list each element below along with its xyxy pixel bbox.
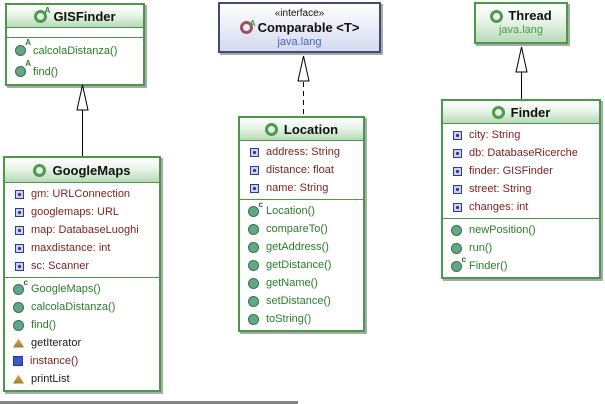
field-icon [453,184,462,194]
class-title: GISFinder [53,8,116,24]
method-row[interactable]: getAddress() [240,238,363,256]
method-icon [248,295,259,307]
property-row[interactable]: printList [5,370,159,388]
class-node-thread[interactable]: Thread java.lang [474,2,568,44]
field-icon [15,207,24,217]
field-icon [453,202,462,212]
method-icon [248,223,259,235]
method-icon [248,259,259,271]
fields-compartment: city: String db: DatabaseRicerche finder… [443,124,599,218]
property-icon [13,338,24,348]
field-row[interactable]: street: String [443,180,599,198]
package-label: java.lang [277,35,322,48]
canvas-edge [0,401,298,404]
field-row[interactable]: sc: Scanner [5,257,159,275]
class-header-location[interactable]: Location [240,118,363,141]
abstract-method-icon [15,59,31,77]
class-header-finder[interactable]: Finder [443,101,599,124]
method-icon [248,241,259,253]
method-row[interactable]: run() [443,239,599,257]
abstract-method-icon [15,38,31,56]
field-row[interactable]: distance: float [240,161,363,179]
methods-compartment: calcolaDistanza() find() [7,37,143,84]
class-node-gisfinder[interactable]: GISFinder calcolaDistanza() find() [5,3,145,86]
method-row[interactable]: Finder() [443,255,599,275]
method-icon [451,242,462,254]
method-row[interactable]: Location() [240,200,363,220]
field-row[interactable]: map: DatabaseLuoghi [5,221,159,239]
field-icon [250,165,259,175]
methods-compartment: newPosition() run() Finder() [443,218,599,277]
constructor-icon [13,278,28,295]
class-header-gisfinder[interactable]: GISFinder [7,5,143,28]
method-row[interactable]: find() [5,316,159,334]
class-icon [264,122,278,136]
fields-compartment: gm: URLConnection googlemaps: URL map: D… [5,183,159,277]
class-icon [490,9,504,23]
class-node-googlemaps[interactable]: GoogleMaps gm: URLConnection googlemaps:… [3,156,161,392]
fields-compartment-empty [7,28,143,37]
class-title: Thread [508,8,552,23]
property-row[interactable]: getIterator [5,334,159,352]
field-icon [15,225,24,235]
field-row[interactable]: finder: GISFinder [443,162,599,180]
interface-title: Comparable <T> [257,19,360,35]
stereotype-label: «interface» [274,7,325,19]
constructor-icon [451,255,466,272]
method-row[interactable]: newPosition() [443,221,599,239]
field-icon [15,243,24,253]
method-row[interactable]: setDistance() [240,292,363,310]
field-icon [15,189,24,199]
method-icon [248,277,259,289]
method-row[interactable]: compareTo() [240,220,363,238]
extends-arrow-finder-to-thread[interactable] [514,46,529,99]
field-row[interactable]: address: String [240,143,363,161]
field-row[interactable]: changes: int [443,198,599,216]
field-row[interactable]: googlemaps: URL [5,203,159,221]
field-icon [15,261,24,271]
field-row[interactable]: name: String [240,179,363,197]
methods-compartment: GoogleMaps() calcolaDistanza() find() ge… [5,277,159,390]
class-title: Location [283,121,339,137]
method-row[interactable]: instance() [5,352,159,370]
method-row[interactable]: calcolaDistanza() [5,298,159,316]
interface-icon [239,17,256,34]
method-icon [13,319,24,331]
abstract-class-icon [34,6,50,23]
field-icon [453,166,462,176]
static-method-icon [13,356,23,366]
interface-node-comparable[interactable]: «interface» Comparable <T> java.lang [218,2,381,53]
method-icon [451,224,462,236]
method-row[interactable]: getName() [240,274,363,292]
constructor-icon [248,200,263,217]
class-title: GoogleMaps [52,162,131,178]
field-row[interactable]: city: String [443,126,599,144]
extends-arrow-googlemaps-to-gisfinder[interactable] [75,84,90,156]
class-title: Finder [510,104,551,120]
method-icon [248,313,259,325]
method-row[interactable]: GoogleMaps() [5,278,159,298]
field-icon [250,147,259,157]
class-icon [33,163,47,177]
methods-compartment: Location() compareTo() getAddress() getD… [240,199,363,330]
field-row[interactable]: gm: URLConnection [5,185,159,203]
field-icon [250,183,259,193]
field-icon [453,130,462,140]
class-header-googlemaps[interactable]: GoogleMaps [5,158,159,183]
package-label: java.lang [498,24,544,36]
property-icon [13,374,24,384]
method-row[interactable]: getDistance() [240,256,363,274]
field-row[interactable]: maxdistance: int [5,239,159,257]
method-row[interactable]: calcolaDistanza() [7,38,143,61]
implements-arrow-location-to-comparable[interactable] [296,55,311,116]
field-icon [453,148,462,158]
fields-compartment: address: String distance: float name: St… [240,141,363,199]
class-icon [491,105,505,119]
field-row[interactable]: db: DatabaseRicerche [443,144,599,162]
method-row[interactable]: toString() [240,310,363,328]
class-node-finder[interactable]: Finder city: String db: DatabaseRicerche… [441,99,601,279]
method-row[interactable]: find() [7,59,143,82]
class-node-location[interactable]: Location address: String distance: float… [238,116,365,332]
method-icon [13,301,24,313]
